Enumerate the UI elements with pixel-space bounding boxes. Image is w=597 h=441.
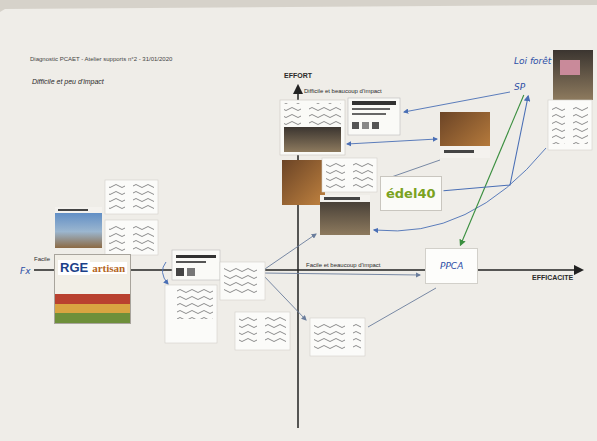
sticky-note: [105, 100, 592, 356]
hand-arrow: [347, 139, 437, 144]
handwritten-mark: Fx: [20, 266, 31, 276]
sticky-note: PPCA: [425, 248, 478, 284]
photo-card: [280, 100, 345, 155]
connector-arrow: [461, 95, 524, 245]
poster-title: Diagnostic PCAET - Atelier supports n°2 …: [30, 56, 172, 62]
photo-card: [348, 98, 400, 135]
hand-arrow: [404, 92, 510, 112]
quadrant-label: Difficile et peu d'impact: [32, 78, 104, 85]
photo-card: [352, 108, 390, 110]
label-card: RGEartisan: [54, 254, 131, 324]
sticky-note: [169, 289, 213, 319]
photo-card: [176, 268, 184, 276]
photo-card: [440, 146, 490, 158]
hand-arrow: [374, 148, 546, 231]
node-text: PPCA: [440, 261, 463, 271]
node-text: Loi forêt: [514, 56, 551, 66]
photo-card: [55, 50, 593, 280]
hand-arrow: [162, 92, 546, 327]
hand-arrow: [162, 262, 168, 284]
connector-arrow: [444, 96, 529, 191]
photo-card: [372, 122, 379, 129]
photo-card: [324, 197, 360, 200]
photo-card: [284, 127, 341, 152]
photo-card: [172, 250, 220, 280]
sticky-note: [105, 220, 158, 255]
handwritten-note: Loi forêtSP: [512, 55, 553, 93]
sticky-note: [235, 312, 290, 350]
quadrant-label: Difficile et beaucoup d'impact: [304, 88, 382, 94]
photo-card: [352, 122, 359, 129]
photo-card: [320, 195, 370, 235]
sticky-note: [105, 180, 158, 214]
sticky-note: [548, 100, 592, 150]
sticky-note: [239, 316, 286, 344]
node-text: SP: [514, 82, 551, 92]
photo-card: [444, 150, 474, 153]
photo-card: [440, 112, 490, 158]
sticky-note: [109, 224, 154, 251]
node-text: édel40: [386, 186, 436, 201]
node-text: RGE: [58, 260, 90, 275]
sticky-note: [220, 262, 265, 300]
photo-card: [352, 101, 396, 105]
hand-arrow: [262, 273, 420, 275]
axis-title: EFFICACITE: [532, 274, 573, 281]
sticky-note: [314, 322, 361, 350]
axis-title: EFFORT: [284, 72, 312, 79]
paper-sheet: [0, 5, 597, 441]
node-text: artisan: [90, 262, 127, 274]
photo-card: [284, 103, 341, 125]
axis-label: Facile: [34, 256, 50, 262]
photo-card: [187, 268, 195, 276]
sticky-note: [224, 266, 261, 296]
photo-card: [560, 60, 580, 75]
sticky-note: [322, 158, 377, 192]
axis: [34, 86, 582, 428]
logo-card: édel40: [380, 176, 442, 211]
sticky-note: [310, 318, 365, 356]
quadrant-label: Facile et beaucoup d'impact: [305, 262, 382, 268]
photo-card: [282, 160, 325, 205]
photo-card: [352, 113, 386, 115]
photo-card: [553, 50, 593, 100]
photo-card: [176, 255, 216, 258]
sticky-note: [326, 162, 373, 188]
sticky-note: [109, 184, 154, 210]
sticky-note: [165, 285, 217, 343]
photo-card: [58, 209, 88, 211]
sticky-note: [552, 104, 588, 144]
photo-card: [320, 195, 370, 202]
photo-card: [362, 122, 369, 129]
photo-card: [55, 207, 102, 213]
hand-arrow: [368, 288, 436, 327]
photo-card: [55, 207, 102, 248]
photo-card: [176, 261, 206, 263]
